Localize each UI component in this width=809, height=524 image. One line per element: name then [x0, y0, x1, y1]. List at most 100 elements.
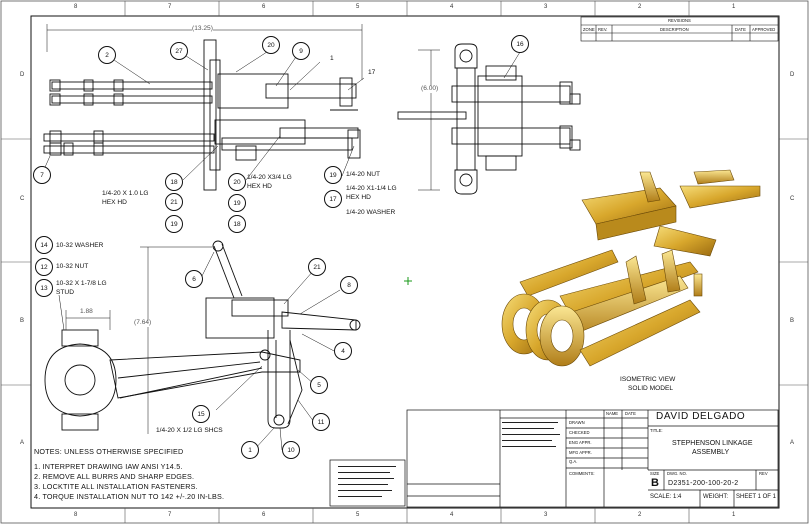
zone-col-5: 5: [356, 4, 360, 10]
revision-table: [580, 16, 779, 42]
tb-comments: COMMENTS:: [569, 471, 595, 476]
zone-col-1: 1: [732, 4, 736, 10]
zone-row-a: A: [20, 440, 25, 446]
balloon-7: 7: [33, 166, 51, 184]
dwg-no-label: DWG. NO.: [667, 471, 688, 476]
company-name: DAVID DELGADO: [656, 411, 746, 422]
side-view: [397, 43, 581, 195]
callout-10-32-stud-label: STUD: [56, 289, 74, 296]
zone-col-2: 2: [638, 4, 642, 10]
zone-col-7-bottom: 7: [168, 512, 172, 518]
tb-mfg-appr: MFG APPR.: [569, 450, 592, 455]
balloon-16: 16: [511, 35, 529, 53]
rev-col-description: DESCRIPTION: [660, 27, 689, 32]
note-1: 1. INTERPRET DRAWING IAW ANSI Y14.5.: [34, 462, 183, 471]
balloon-11: 11: [312, 413, 330, 431]
balloon-18-a: 18: [165, 173, 183, 191]
notes-header: NOTES: UNLESS OTHERWISE SPECIFIED: [34, 447, 184, 456]
tb-name-col: NAME: [606, 411, 619, 416]
zone-col-7: 7: [168, 4, 172, 10]
zone-row-c-right: C: [790, 196, 795, 202]
rev-col-zone: ZONE: [583, 27, 595, 32]
zone-row-a-right: A: [790, 440, 795, 446]
scale: SCALE: 1:4: [650, 494, 682, 500]
zone-col-4-bottom: 4: [450, 512, 454, 518]
balloon-14: 14: [35, 236, 53, 254]
callout-washer: 1/4-20 WASHER: [346, 209, 396, 216]
callout-shcs: 1/4-20 X 1/2 LG SHCS: [156, 427, 223, 434]
callout-10-32-stud: 10-32 X 1-7/8 LG: [56, 280, 107, 287]
callout-bolt-3-4-hex: HEX HD: [247, 183, 272, 190]
dwg-no: D2351-200-100-20-2: [668, 480, 739, 487]
tb-date-col: DATE: [625, 411, 636, 416]
balloon-17-label: 17: [368, 69, 376, 76]
isometric-model: [501, 169, 761, 367]
balloon-9: 9: [292, 42, 310, 60]
zone-row-c: C: [20, 196, 25, 202]
drawing-title-line2: ASSEMBLY: [692, 449, 730, 456]
iso-view-label: ISOMETRIC VIEW: [620, 376, 676, 383]
callout-bolt-1-1-4: 1/4-20 X1-1/4 LG: [346, 185, 397, 192]
balloon-27: 27: [170, 42, 188, 60]
zone-col-3: 3: [544, 4, 548, 10]
title-block: [329, 409, 779, 508]
callout-nut: 1/4-20 NUT: [346, 171, 381, 178]
tb-checked: CHECKED: [569, 430, 590, 435]
zone-col-8-bottom: 8: [74, 512, 78, 518]
balloon-20-b: 20: [228, 173, 246, 191]
tb-drawn: DRAWN: [569, 420, 585, 425]
balloon-10: 10: [282, 441, 300, 459]
zone-row-b: B: [20, 318, 25, 324]
top-view: [43, 24, 363, 191]
size-value: B: [651, 477, 659, 489]
sheet-number: SHEET 1 OF 1: [736, 494, 776, 500]
tb-qa: Q.A.: [569, 459, 578, 464]
callout-bolt-3-4: 1/4-20 X3/4 LG: [247, 174, 292, 181]
balloon-19-b: 19: [228, 194, 246, 212]
balloon-17: 17: [324, 190, 342, 208]
size-label: SIZE: [650, 471, 660, 476]
rev-label: REV: [759, 471, 768, 476]
zone-col-3-bottom: 3: [544, 512, 548, 518]
note-2: 2. REMOVE ALL BURRS AND SHARP EDGES.: [34, 472, 195, 481]
balloon-21: 21: [165, 193, 183, 211]
rev-col-approved: APPROVED: [752, 27, 776, 32]
callout-10-32-washer: 10-32 WASHER: [56, 242, 104, 249]
balloon-5: 5: [310, 376, 328, 394]
dim-top-width: (13.25): [192, 25, 213, 33]
dim-small-width: 1.88: [80, 308, 93, 316]
dim-left-height: (7.64): [134, 319, 152, 327]
tb-eng-appr: ENG APPR.: [569, 440, 592, 445]
balloon-15: 15: [192, 405, 210, 423]
balloon-12: 12: [35, 258, 53, 276]
dim-right-height: (6.00): [421, 85, 439, 93]
callout-bolt-1in: 1/4-20 X 1.0 LG: [102, 190, 149, 197]
zone-col-8: 8: [74, 4, 78, 10]
note-3: 3. LOCKTITE ALL INSTALLATION FASTENERS.: [34, 482, 198, 491]
zone-row-b-right: B: [790, 318, 795, 324]
title-label: TITLE:: [650, 428, 663, 433]
balloon-19-a: 19: [165, 215, 183, 233]
zone-col-4: 4: [450, 4, 454, 10]
revisions-header: REVISIONS: [668, 18, 691, 23]
balloon-19-c: 19: [324, 166, 342, 184]
balloon-21-b: 21: [308, 258, 326, 276]
callout-bolt-1-1-4-hex: HEX HD: [346, 194, 371, 201]
balloon-18-b: 18: [228, 215, 246, 233]
zone-col-5-bottom: 5: [356, 512, 360, 518]
zone-col-2-bottom: 2: [638, 512, 642, 518]
balloon-4: 4: [334, 342, 352, 360]
callout-bolt-1in-hex: HEX HD: [102, 199, 127, 206]
balloon-20: 20: [262, 36, 280, 54]
zone-row-d: D: [20, 72, 25, 78]
drawing-title-line1: STEPHENSON LINKAGE: [672, 440, 753, 447]
balloon-1-label: 1: [330, 55, 334, 62]
note-4: 4. TORQUE INSTALLATION NUT TO 142 +/-.20…: [34, 492, 225, 501]
zone-col-6: 6: [262, 4, 266, 10]
balloon-2: 2: [98, 46, 116, 64]
balloon-6: 6: [185, 270, 203, 288]
balloon-1: 1: [241, 441, 259, 459]
zone-col-6-bottom: 6: [262, 512, 266, 518]
zone-row-d-right: D: [790, 72, 795, 78]
